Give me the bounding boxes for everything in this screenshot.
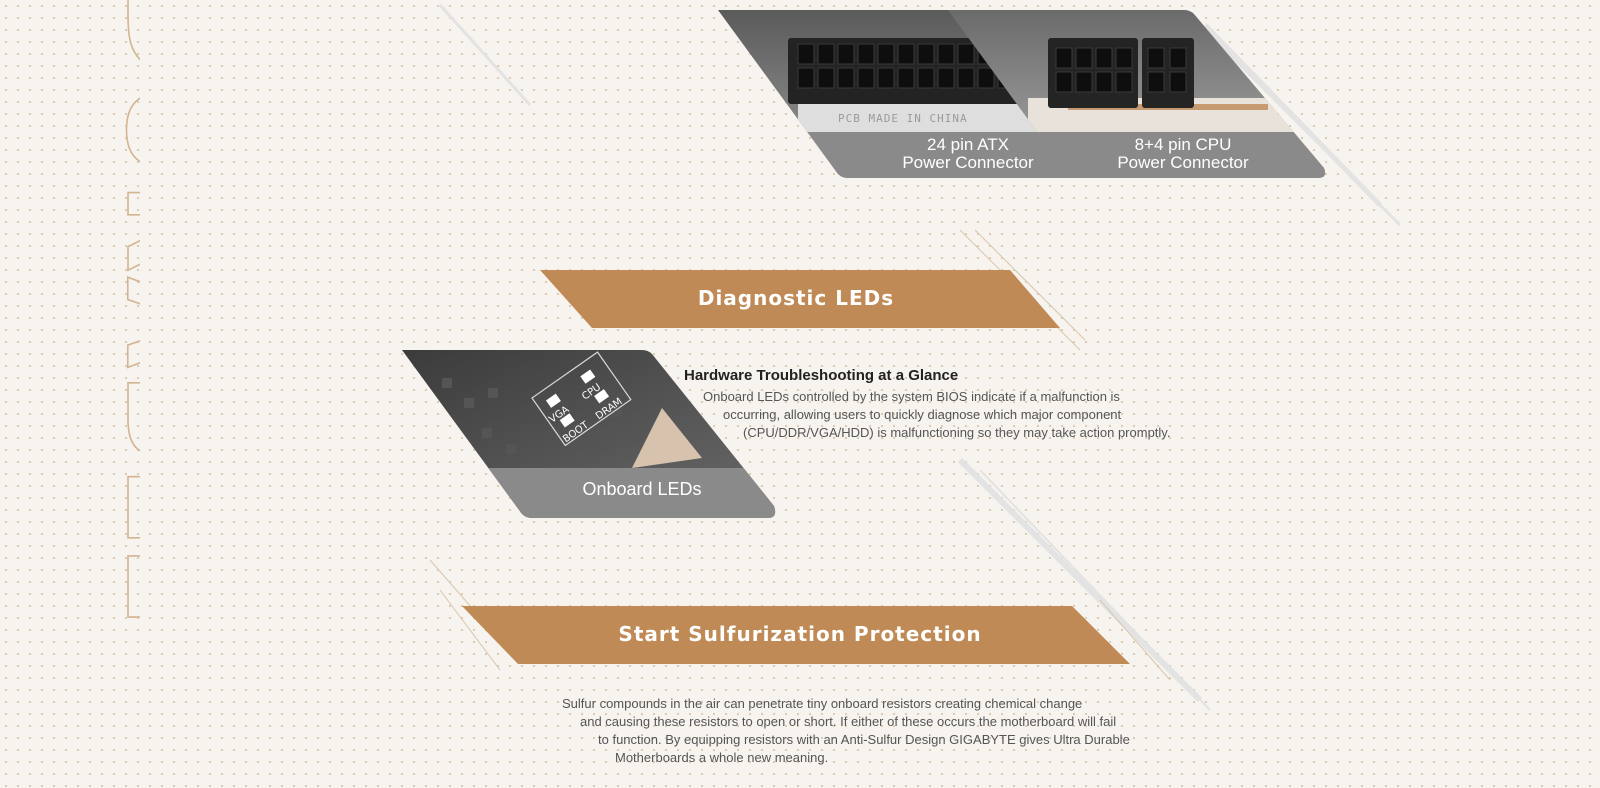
diagnostic-text-line-2: occurring, allowing users to quickly dia…: [723, 407, 1122, 422]
diagnostic-text-line-3: (CPU/DDR/VGA/HDD) is malfunctioning so t…: [743, 425, 1171, 440]
diagnostic-text-line-1: Onboard LEDs controlled by the system BI…: [703, 389, 1120, 404]
side-word-text: DURABLE: [100, 0, 140, 630]
side-decorative-word: DURABLE: [10, 0, 239, 700]
sulfur-text-line-4: Motherboards a whole new meaning.: [615, 750, 829, 765]
sulfurization-banner: [462, 606, 1130, 664]
sulfurization-title: Start Sulfurization Protection: [618, 622, 982, 646]
atx-pcb-text: PCB MADE IN CHINA: [838, 112, 968, 125]
sulfur-text-line-2: and causing these resistors to open or s…: [580, 714, 1117, 729]
cpu-connector-label: 8+4 pin CPU Power Connector: [1117, 135, 1249, 172]
atx-connector-label: 24 pin ATX Power Connector: [902, 135, 1034, 172]
sulfur-text-line-3: to function. By equipping resistors with…: [598, 732, 1130, 747]
cpu-connector-tile: 8+4 pin CPU Power Connector: [948, 8, 1330, 180]
diagnostic-leds-title: Diagnostic LEDs: [697, 286, 895, 310]
onboard-leds-label: Onboard LEDs: [582, 479, 702, 499]
onboard-leds-tile: VGA CPU BOOT DRAM Onboard LEDs: [402, 348, 780, 520]
diagnostic-heading: Hardware Troubleshooting at a Glance: [684, 367, 959, 384]
sulfur-text-line-1: Sulfur compounds in the air can penetrat…: [562, 696, 1083, 711]
diagnostic-leds-banner: [540, 270, 1060, 328]
